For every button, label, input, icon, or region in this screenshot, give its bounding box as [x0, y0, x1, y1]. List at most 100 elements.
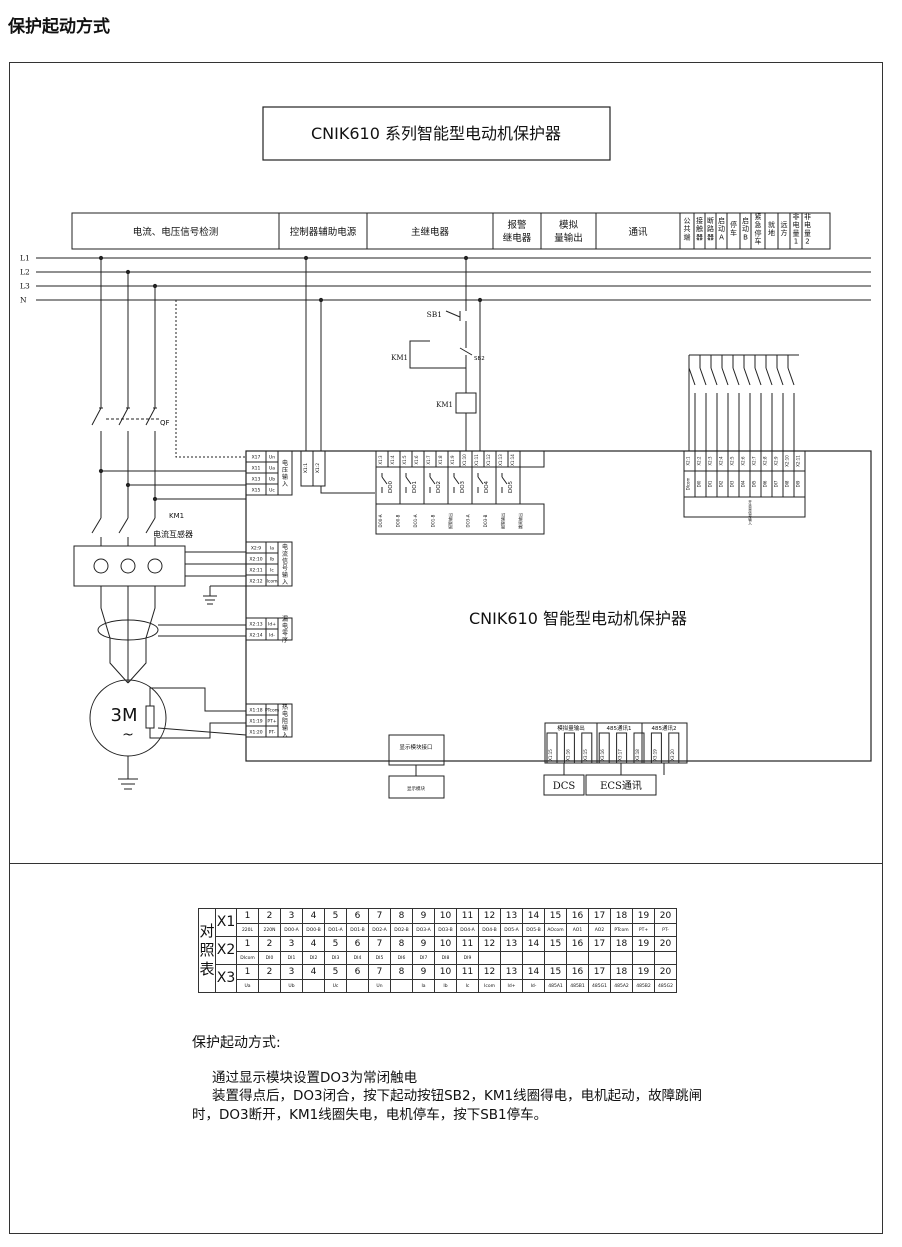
table-side-label: 对照表: [198, 908, 216, 993]
svg-text:共: 共: [684, 224, 691, 233]
svg-text:DO3-B: DO3-B: [483, 514, 488, 527]
wiring-diagram: CNIK610 系列智能型电动机保护器 电流、电压信号检测控制器辅助电源主继电器…: [20, 106, 872, 799]
svg-text:输: 输: [282, 473, 288, 481]
table-terminal-label: [302, 979, 325, 993]
svg-text:零: 零: [282, 630, 288, 637]
table-terminal-number: 17: [588, 964, 611, 980]
svg-text:X1:18: X1:18: [249, 708, 262, 714]
svg-text:器: 器: [707, 233, 714, 241]
svg-text:DI8: DI8: [785, 480, 790, 487]
table-terminal-number: 11: [456, 908, 479, 924]
description-line-1: 通过显示模块设置DO3为常闭触电: [212, 1069, 418, 1086]
function-header-narrow-10: 非: [804, 212, 811, 221]
svg-text:DI9: DI9: [796, 480, 801, 487]
table-terminal-label: [588, 951, 611, 965]
table-terminal-label: AO1: [566, 923, 589, 937]
svg-text:X2:11: X2:11: [249, 568, 262, 574]
table-terminal-number: 12: [478, 936, 501, 952]
function-header-narrow-3: 启: [718, 216, 725, 225]
function-header-3-b: 继电器: [503, 232, 532, 244]
table-terminal-number: 9: [412, 964, 435, 980]
table-terminal-number: 5: [324, 936, 347, 952]
table-terminal-number: 11: [456, 936, 479, 952]
table-terminal-label: 485G1: [588, 979, 611, 993]
svg-text:X1:15: X1:15: [548, 749, 553, 761]
display-module-label: 显示模块接口: [399, 743, 432, 751]
table-terminal-number: 20: [654, 936, 677, 952]
table-terminal-label: Id-: [522, 979, 545, 993]
svg-text:X1:19: X1:19: [249, 719, 262, 725]
table-terminal-label: [500, 951, 523, 965]
svg-text:Id+: Id+: [268, 622, 276, 628]
table-row-header-X2: X2: [215, 936, 237, 965]
svg-text:方: 方: [781, 228, 788, 237]
table-terminal-label: DO3-A: [412, 923, 435, 937]
svg-text:Ic: Ic: [270, 568, 274, 574]
svg-text:DI2: DI2: [719, 480, 724, 487]
switch-inputs: [688, 354, 799, 451]
table-terminal-number: 5: [324, 908, 347, 924]
table-terminal-number: 5: [324, 964, 347, 980]
svg-text:X11: X11: [252, 466, 261, 472]
table-terminal-number: 6: [346, 908, 369, 924]
svg-text:电: 电: [282, 543, 288, 551]
svg-text:阻: 阻: [282, 717, 288, 725]
line-label-L2: L2: [20, 268, 30, 277]
svg-text:DO3-A: DO3-A: [466, 514, 471, 527]
function-header-narrow-5: 启: [742, 216, 749, 225]
table-row-header-X1: X1: [215, 908, 237, 937]
line-label-N: N: [20, 296, 27, 305]
svg-text:触: 触: [696, 224, 703, 233]
line-label-L1: L1: [20, 254, 30, 263]
svg-text:输: 输: [282, 724, 288, 732]
svg-text:器: 器: [696, 233, 703, 241]
table-terminal-number: 14: [522, 936, 545, 952]
svg-text:入: 入: [282, 481, 288, 488]
table-terminal-label: DO5-B: [522, 923, 545, 937]
svg-text:号: 号: [282, 565, 288, 572]
svg-text:X1:9: X1:9: [450, 455, 455, 465]
function-header-narrow-0: 公: [684, 217, 691, 225]
svg-text:车: 车: [755, 237, 762, 246]
table-terminal-label: DI2: [302, 951, 325, 965]
table-terminal-label: DI0: [258, 951, 281, 965]
table-terminal-number: 13: [500, 936, 523, 952]
table-row-header-X3: X3: [215, 964, 237, 993]
relay-DO2: DO2: [436, 481, 442, 493]
table-terminal-number: 4: [302, 908, 325, 924]
svg-text:X1:11: X1:11: [474, 454, 479, 466]
svg-text:Uc: Uc: [269, 488, 275, 494]
table-terminal-label: PTcom: [610, 923, 633, 937]
svg-text:X2:11: X2:11: [796, 455, 801, 467]
table-terminal-number: 3: [280, 908, 303, 924]
table-terminal-number: 17: [588, 908, 611, 924]
table-terminal-number: 14: [522, 964, 545, 980]
table-terminal-number: 7: [368, 936, 391, 952]
table-terminal-label: DI9: [456, 951, 479, 965]
table-terminal-label: DI1: [280, 951, 303, 965]
svg-text:X2:13: X2:13: [249, 622, 262, 628]
description-line-2: 装置得点后，DO3闭合，按下起动按钮SB2，KM1线圈得电，电机起动，故障跳闸时…: [192, 1088, 703, 1123]
svg-text:量: 量: [748, 506, 752, 511]
table-terminal-label: 485B2: [632, 979, 655, 993]
table-terminal-label: DI5: [368, 951, 391, 965]
function-header-1: 控制器辅助电源: [290, 226, 357, 238]
svg-text:Ia: Ia: [270, 546, 274, 552]
function-header-narrow-9: 非: [793, 212, 800, 221]
table-terminal-label: DO0-A: [280, 923, 303, 937]
function-header-narrow-8: 远: [781, 221, 788, 229]
table-terminal-label: [632, 951, 655, 965]
table-terminal-number: 12: [478, 908, 501, 924]
analog-out-label: 模拟量输出: [557, 724, 585, 732]
table-terminal-label: [654, 951, 677, 965]
switch-input-label: 开: [748, 500, 752, 504]
table-terminal-number: 1: [236, 936, 259, 952]
table-terminal-label: [258, 979, 281, 993]
qf-label: QF: [160, 419, 170, 427]
svg-text:停: 停: [755, 228, 762, 237]
table-terminal-label: DI8: [434, 951, 457, 965]
svg-text:X2:5: X2:5: [730, 456, 735, 466]
